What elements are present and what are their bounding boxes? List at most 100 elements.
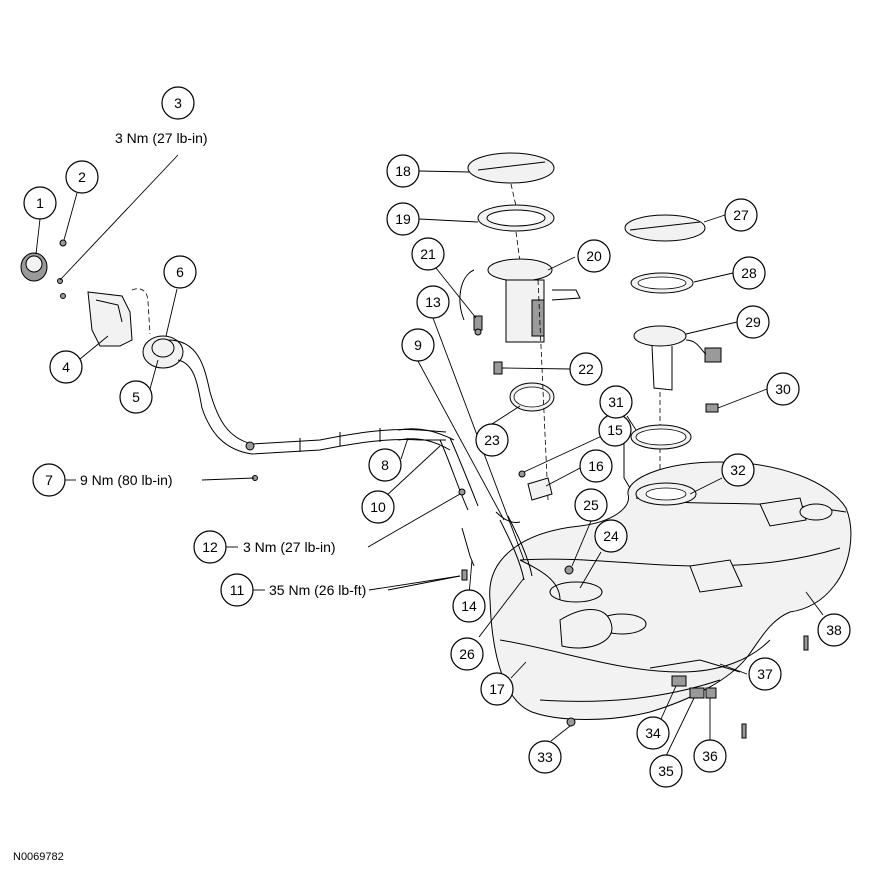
callout-1: 1 [23,186,57,220]
torque-label-11: 35 Nm (26 lb-ft) [269,582,366,598]
svg-text:32: 32 [730,462,746,478]
callout-14: 14 [452,589,486,623]
svg-text:33: 33 [537,749,553,765]
svg-text:12: 12 [202,539,218,555]
part-22-sensor [493,361,503,375]
part-33-fitting [566,717,576,727]
part-12-bolt [458,488,466,496]
part-5-filler-neck-housing [142,335,184,369]
part-21-clip [473,315,483,331]
svg-text:10: 10 [370,499,386,515]
svg-text:35: 35 [658,763,674,779]
part-13-fitting [474,328,482,336]
svg-text:14: 14 [461,598,477,614]
svg-text:26: 26 [459,646,475,662]
svg-text:23: 23 [484,432,500,448]
svg-text:6: 6 [176,264,184,280]
svg-text:15: 15 [607,422,623,438]
part-24-ring [549,581,603,603]
callout-3: 3 [161,86,195,120]
callout-28: 28 [732,256,766,290]
callout-38: 38 [817,613,851,647]
callout-21: 21 [411,237,445,271]
part-screw [60,293,66,299]
svg-text:25: 25 [583,497,599,513]
svg-text:21: 21 [420,246,436,262]
callout-8: 8 [368,448,402,482]
svg-text:24: 24 [603,528,619,544]
svg-text:16: 16 [588,458,604,474]
part-25-fitting [564,565,574,575]
part-2-nut [59,239,67,247]
part-16-fitting [527,477,553,501]
svg-text:31: 31 [608,394,624,410]
callout-4: 4 [49,350,83,384]
part-17-fuel-tank [489,461,852,720]
part-4-bracket [87,291,133,347]
part-27-cover [624,214,706,242]
svg-text:7: 7 [45,472,53,488]
part-30-sensor [705,403,719,413]
filler-pipe [167,339,447,445]
svg-text:27: 27 [733,207,749,223]
svg-text:5: 5 [132,389,140,405]
part-bracket [623,434,631,489]
callout-9: 9 [401,328,435,362]
torque-label-12: 3 Nm (27 lb-in) [243,539,336,555]
part-36-connector [705,687,717,699]
svg-text:1: 1 [36,195,44,211]
torque-label-7: 9 Nm (80 lb-in) [80,472,173,488]
callout-29: 29 [736,305,770,339]
torque-label-3: 3 Nm (27 lb-in) [115,130,208,146]
callout-12: 12 [193,530,227,564]
part-38-bolt [803,635,809,651]
callout-32: 32 [721,453,755,487]
svg-text:17: 17 [489,681,505,697]
callout-34: 34 [636,716,670,750]
callout-15: 15 [598,413,632,447]
part-10-vapor-tube [439,437,479,511]
callout-5: 5 [119,380,153,414]
part-20-fuel-pump-module [459,258,581,343]
callout-26: 26 [450,637,484,671]
callout-31: 31 [599,385,633,419]
part-bolt [741,723,747,739]
callout-24: 24 [594,519,628,553]
svg-text:4: 4 [62,359,70,375]
callout-23: 23 [475,423,509,457]
callout-10: 10 [361,490,395,524]
callout-22: 22 [569,352,603,386]
callout-6: 6 [163,255,197,289]
callout-30: 30 [766,372,800,406]
callout-35: 35 [649,754,683,788]
svg-text:36: 36 [702,748,718,764]
part-15-screw [518,470,526,478]
callout-16: 16 [579,449,613,483]
svg-text:13: 13 [425,294,441,310]
svg-text:22: 22 [578,361,594,377]
callout-11: 11 [220,573,254,607]
callout-19: 19 [386,202,420,236]
svg-text:28: 28 [741,265,757,281]
callout-2: 2 [65,160,99,194]
callout-13: 13 [416,285,450,319]
callout-17: 17 [480,672,514,706]
svg-text:30: 30 [775,381,791,397]
part-1-cap [20,252,48,282]
parts-drawing [20,152,852,739]
svg-text:3: 3 [174,95,182,111]
svg-text:11: 11 [230,582,245,598]
svg-text:29: 29 [745,314,761,330]
callout-18: 18 [386,154,420,188]
callout-20: 20 [577,239,611,273]
part-11-bolt [461,569,468,581]
callout-36: 36 [693,739,727,773]
svg-text:19: 19 [395,211,411,227]
callout-7: 7 [32,463,66,497]
svg-text:8: 8 [381,457,389,473]
svg-text:9: 9 [414,337,422,353]
part-35-connector [689,687,705,699]
callout-25: 25 [574,488,608,522]
part-18-cover [467,152,555,184]
